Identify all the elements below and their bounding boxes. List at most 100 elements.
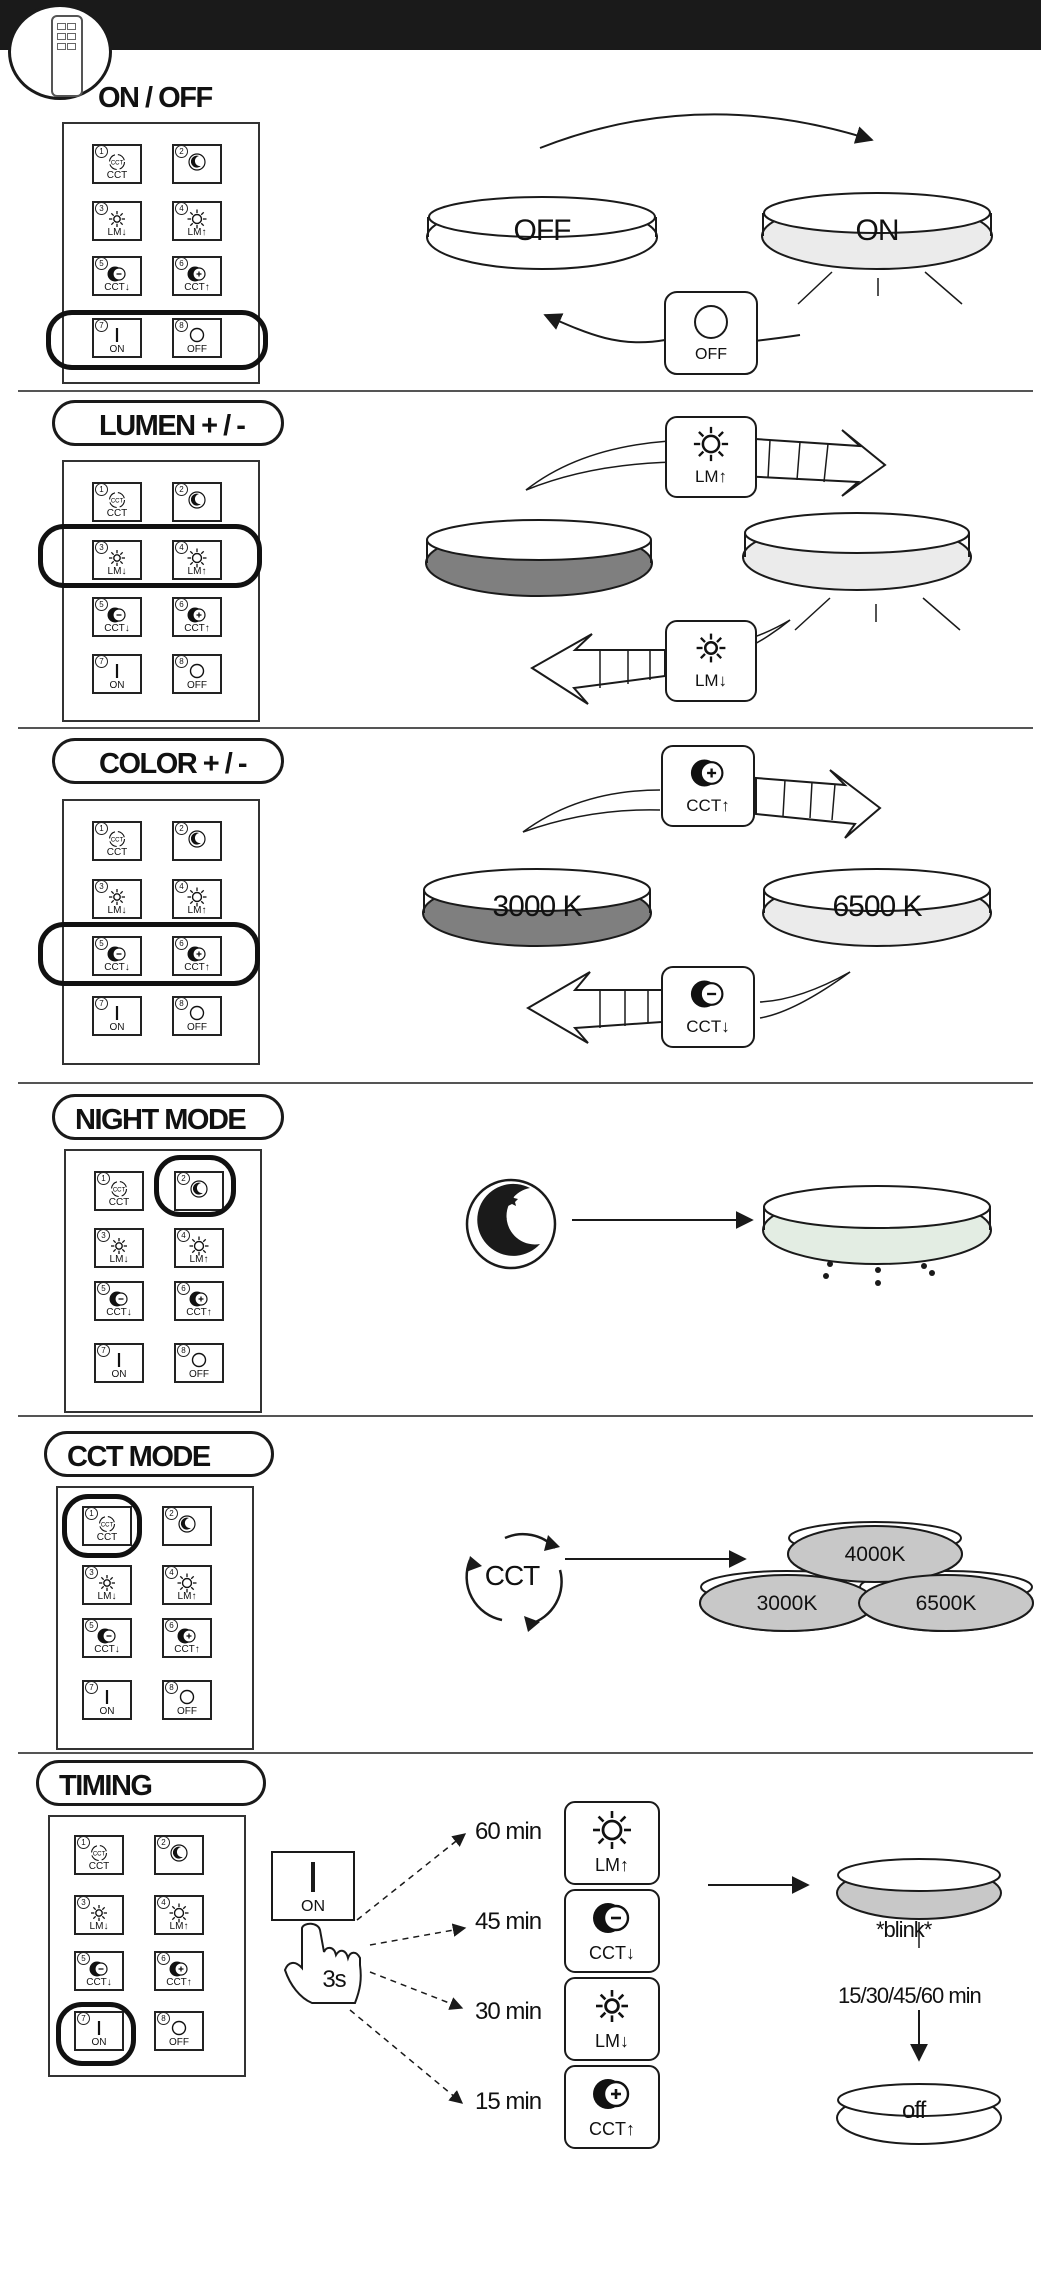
cct-cycle-icon: CCT: [84, 1514, 130, 1538]
remote-button-2[interactable]: 2: [172, 482, 222, 522]
section-title-night: NIGHT MODE: [52, 1094, 284, 1140]
disc-6500k-label: 6500K: [915, 1592, 977, 1615]
highlight-ring-night: [154, 1155, 236, 1217]
button-number: 4: [165, 1566, 178, 1579]
button-number: 8: [175, 997, 188, 1010]
button-number: 2: [165, 1507, 178, 1520]
button-caption: CCT↑: [184, 282, 210, 293]
button-caption: ON: [111, 1369, 127, 1380]
button-number: 5: [85, 1619, 98, 1632]
button-number: 8: [177, 1344, 190, 1357]
highlight-ring-lumen: [38, 524, 262, 588]
svg-text:CCT: CCT: [93, 1852, 106, 1858]
remote-button-2[interactable]: 2: [162, 1506, 212, 1546]
svg-text:CCT: CCT: [101, 1523, 114, 1529]
remote-button-2[interactable]: 2: [172, 821, 222, 861]
button-number: 2: [175, 822, 188, 835]
remote-button-2[interactable]: 2: [172, 144, 222, 184]
button-number: 1: [95, 483, 108, 496]
button-number: 2: [175, 145, 188, 158]
button-number: 3: [95, 880, 108, 893]
button-caption: LM↑: [187, 905, 207, 916]
button-caption: LM↑: [187, 227, 207, 238]
button-number: 6: [157, 1952, 170, 1965]
button-number: 3: [95, 202, 108, 215]
button-number: 5: [95, 598, 108, 611]
lamp-blink: [836, 1858, 1002, 1920]
on-bar-icon: [94, 326, 140, 350]
button-caption: LM↓: [109, 1254, 129, 1265]
remote-button-2[interactable]: 2: [154, 1835, 204, 1875]
button-number: 1: [95, 145, 108, 158]
badge-caption: LM↓: [694, 671, 728, 690]
lamp-warm-label: 3000 K: [492, 890, 582, 923]
night-moon-icon: [174, 490, 220, 514]
half-moon-minus-icon: [76, 1959, 122, 1983]
button-caption: CCT↑: [184, 962, 210, 973]
lumen-down-badge: LM↓: [665, 620, 757, 702]
button-caption: CCT↓: [86, 1977, 112, 1988]
header-bar: [0, 0, 1041, 50]
small-sun-icon: [94, 887, 140, 911]
button-caption: CCT↓: [106, 1307, 132, 1318]
button-number: 2: [175, 483, 188, 496]
section-title-cct: CCT MODE: [44, 1431, 274, 1477]
cct-icon-label: CCT: [484, 1560, 541, 1591]
badge-caption: LM↑: [694, 467, 728, 486]
cct-cycle-icon: CCT: [94, 152, 140, 176]
section-divider: [18, 1082, 1033, 1084]
button-caption: LM↓: [107, 227, 127, 238]
small-sun-icon: [84, 1573, 130, 1597]
button-number: 5: [95, 257, 108, 270]
button-caption: CCT: [108, 1197, 130, 1208]
half-moon-minus-icon: [94, 605, 140, 629]
lumen-up-arrow: [525, 429, 887, 497]
button-caption: OFF: [187, 680, 207, 691]
button-caption: CCT↑: [184, 623, 210, 634]
button-number: 7: [95, 655, 108, 668]
button-caption: LM↑: [177, 1591, 197, 1602]
